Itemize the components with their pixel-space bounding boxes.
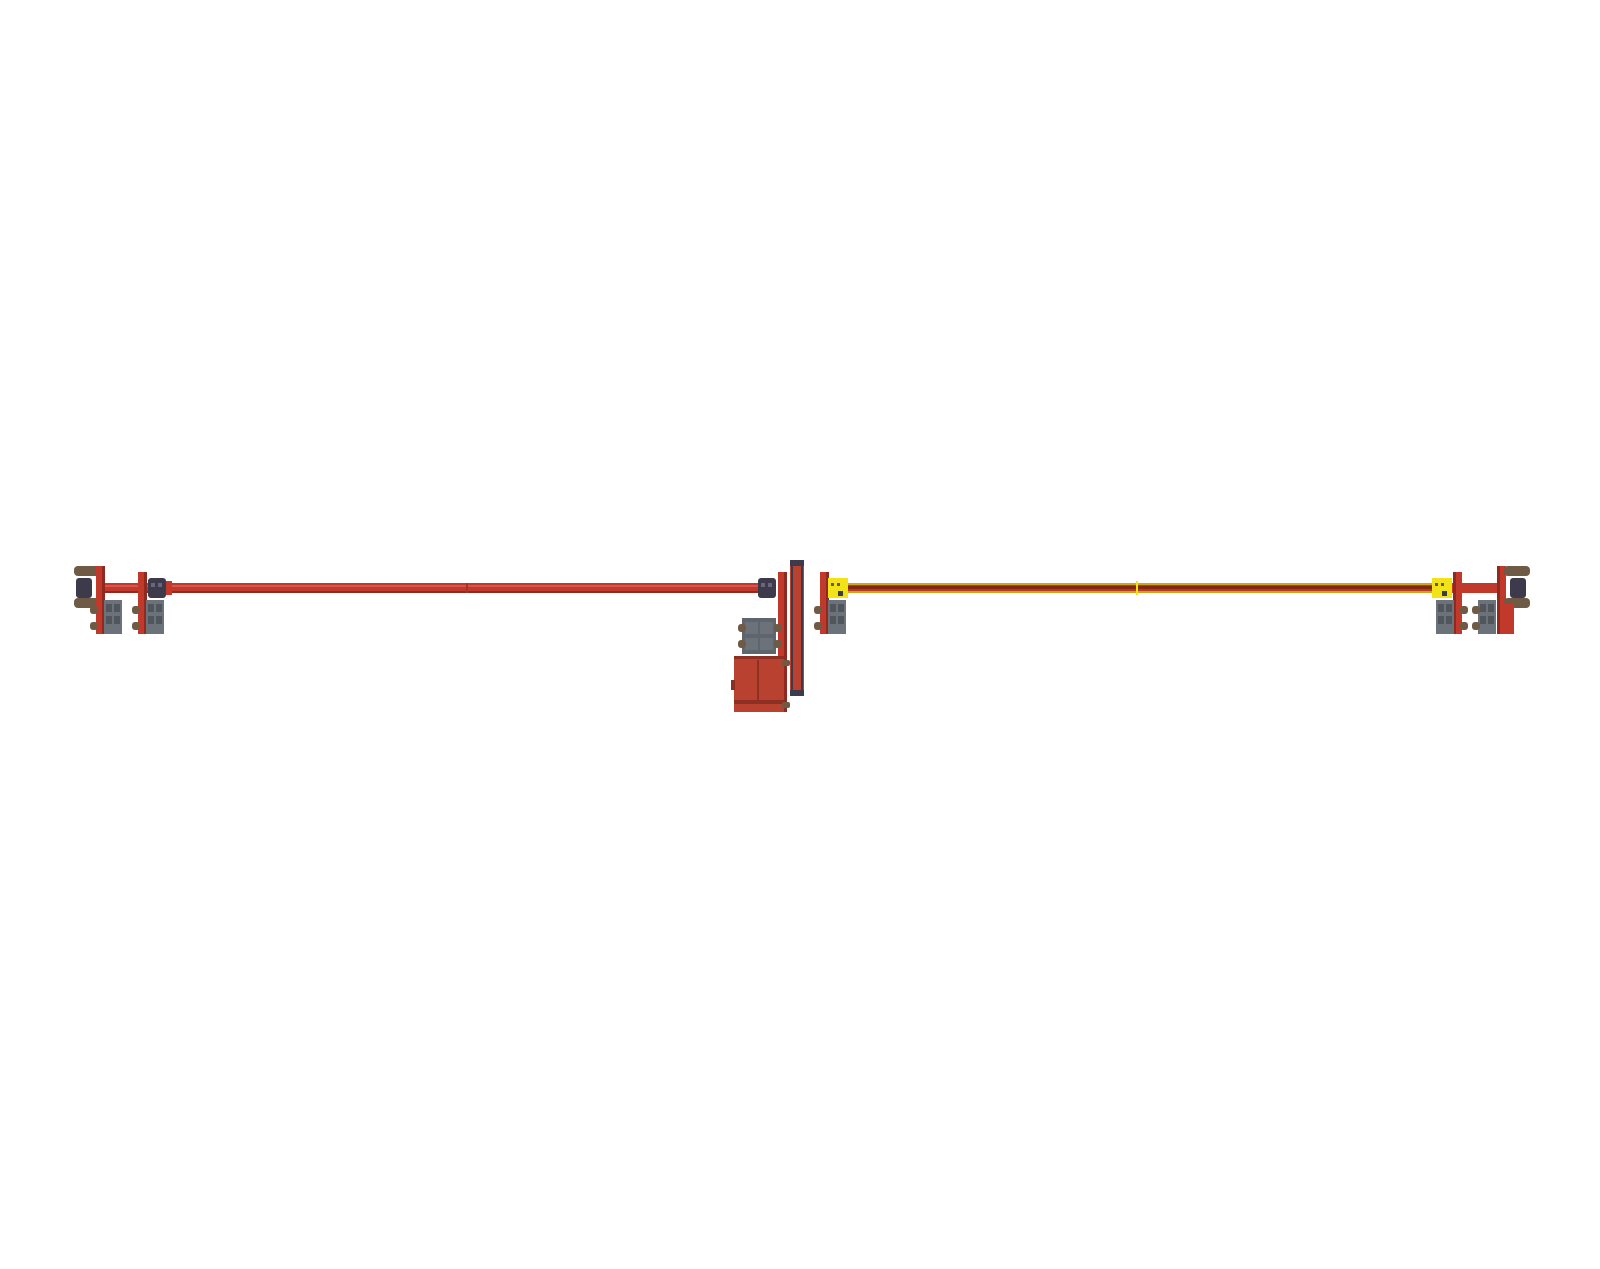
center-right-foot-bolt-2: [814, 622, 822, 630]
center-right-collar-dot-1: [831, 583, 834, 586]
right-inner-block-cell-2: [1446, 604, 1452, 612]
right-inner-collar-dot-2: [1441, 583, 1444, 586]
right-outer-plate: [1500, 566, 1506, 634]
right-inner-block-cell-3: [1438, 616, 1444, 624]
right-shaft[interactable]: [846, 581, 1504, 595]
left-outer-plate: [96, 566, 102, 634]
right-inner-block-cell-4: [1446, 616, 1452, 624]
left-outer-block-cell-1: [106, 604, 112, 612]
left-coupling[interactable]: [148, 578, 166, 598]
right-shaft-joint: [1136, 581, 1138, 595]
right-inner-collar-dot-1: [1435, 583, 1438, 586]
left-inner-block-cell-4: [156, 616, 162, 624]
center-coupling-slot-2: [768, 583, 772, 587]
gearbox-side-lug: [731, 680, 735, 690]
right-inner-plate: [1456, 572, 1462, 634]
motor-cell-1: [745, 622, 758, 634]
left-inner-plate: [138, 572, 144, 634]
gearbox-bolt-2: [782, 702, 790, 708]
right-outer-foot-bolt-1: [1472, 606, 1480, 614]
center-right-block-cell-4: [838, 616, 844, 624]
sprocket-chain-bottom: [790, 690, 804, 696]
left-outer-block-cell-3: [106, 616, 112, 624]
left-end-support-inner[interactable]: [132, 572, 164, 634]
right-shaft-edge-bottom: [846, 591, 1434, 593]
right-shaft-edge-top: [846, 583, 1434, 585]
motor-bolt-2: [738, 640, 746, 648]
center-right-collar-dot-2: [837, 583, 840, 586]
center-coupling-slot-1: [761, 583, 765, 587]
left-inner-block-cell-1: [148, 604, 154, 612]
left-shaft-step: [166, 581, 172, 595]
left-outer-hub: [76, 578, 92, 598]
left-coupling-slot-2: [158, 583, 162, 587]
gearbox-divider: [757, 660, 759, 700]
right-outer-block-cell-1: [1480, 604, 1486, 612]
left-shaft-joint: [466, 583, 468, 593]
center-right-block-cell-2: [838, 604, 844, 612]
motor-cell-3: [745, 638, 758, 650]
center-right-block-cell-3: [830, 616, 836, 624]
center-right-foot-bolt-1: [814, 606, 822, 614]
right-outer-bolt-1: [1504, 566, 1530, 576]
left-shaft-shadow: [100, 591, 770, 593]
center-plate-left-edge: [784, 572, 787, 712]
center-right-plate: [820, 572, 826, 634]
right-outer-hub: [1510, 578, 1526, 598]
left-outer-block-cell-2: [114, 604, 120, 612]
center-right-plate-edge: [826, 572, 829, 634]
right-outer-block-cell-4: [1488, 616, 1494, 624]
right-inner-collar-lock: [1442, 591, 1447, 596]
left-shaft-body: [100, 583, 770, 593]
center-coupling[interactable]: [758, 578, 776, 598]
motor-bolt-1: [738, 624, 746, 632]
center-coupling-body: [758, 578, 776, 598]
right-shaft-end: [1434, 583, 1504, 593]
left-outer-foot-bolt-2: [90, 622, 98, 630]
left-end-support-outer[interactable]: [74, 566, 122, 634]
sprocket-chain-top: [790, 560, 804, 566]
left-inner-plate-edge: [144, 572, 147, 634]
gearbox-top-edge: [734, 656, 784, 659]
right-end-support-inner[interactable]: [1432, 572, 1468, 634]
sprocket-body: [790, 562, 804, 694]
left-outer-plate-edge: [102, 566, 105, 634]
motor-cell-4: [760, 638, 773, 650]
right-outer-plate-edge: [1497, 566, 1500, 634]
left-outer-foot-bolt-1: [90, 606, 98, 614]
left-coupling-body: [148, 578, 166, 598]
right-outer-bracket: [1504, 604, 1514, 634]
right-inner-foot-bolt-1: [1460, 606, 1468, 614]
left-coupling-slot-1: [151, 583, 155, 587]
motor-bolt-4: [774, 640, 782, 648]
left-inner-foot-bolt-1: [132, 606, 140, 614]
left-outer-bolt-1: [74, 566, 100, 576]
right-inner-foot-bolt-2: [1460, 622, 1468, 630]
right-outer-foot-bolt-2: [1472, 622, 1480, 630]
left-inner-block-cell-3: [148, 616, 154, 624]
drive-motor[interactable]: [738, 618, 782, 654]
left-shaft[interactable]: [100, 581, 770, 595]
right-shaft-core: [846, 586, 1434, 589]
right-end-support-outer[interactable]: [1472, 566, 1530, 634]
gearbox-bottom-edge: [734, 700, 784, 704]
center-right-block-cell-1: [830, 604, 836, 612]
right-outer-block-cell-3: [1480, 616, 1486, 624]
gearbox-bolt-1: [782, 660, 790, 666]
center-right-collar-lock: [838, 591, 843, 596]
right-inner-block-cell-1: [1438, 604, 1444, 612]
left-outer-bolt-2: [74, 598, 100, 608]
motor-bolt-3: [774, 624, 782, 632]
left-inner-block-cell-2: [156, 604, 162, 612]
left-outer-block-cell-4: [114, 616, 120, 624]
left-inner-foot-bolt-2: [132, 622, 140, 630]
left-shaft-highlight: [100, 585, 770, 587]
right-outer-block-cell-2: [1488, 604, 1494, 612]
motor-cell-2: [760, 622, 773, 634]
right-inner-plate-edge: [1453, 572, 1456, 634]
gear-reducer[interactable]: [731, 656, 790, 712]
center-right-support[interactable]: [814, 572, 848, 634]
